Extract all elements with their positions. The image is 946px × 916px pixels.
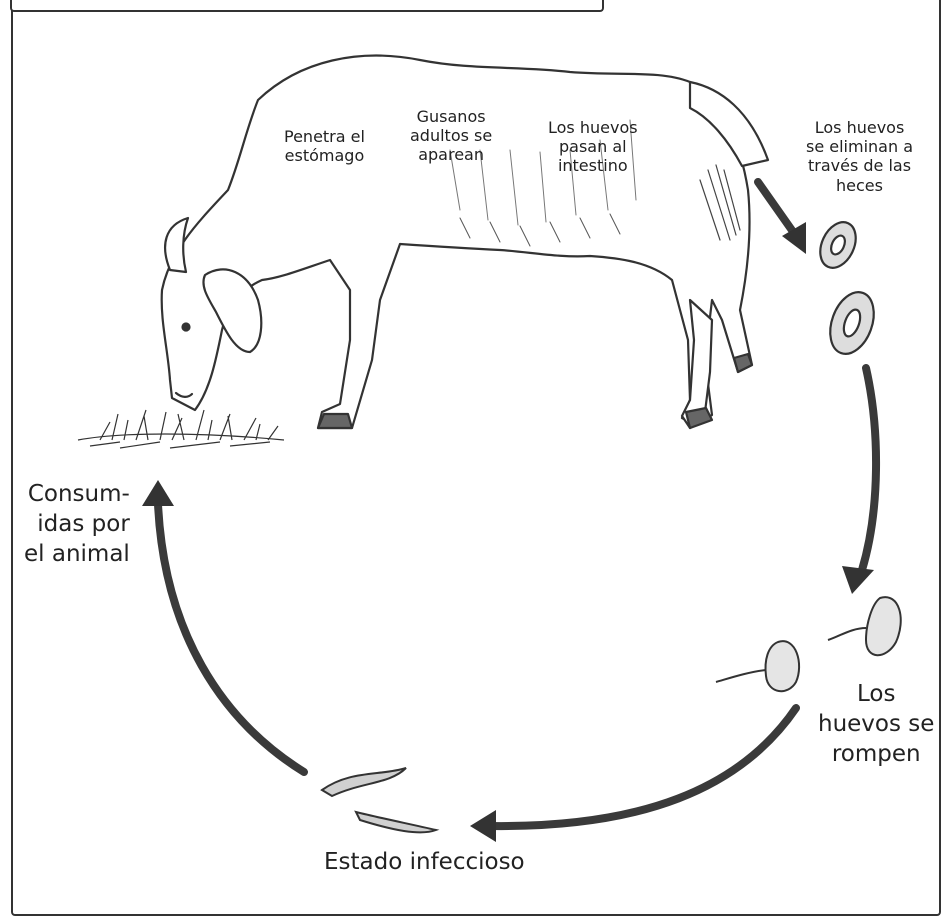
egg-icon bbox=[822, 286, 881, 360]
arrow-hatch bbox=[490, 708, 796, 826]
hatching-larva-icon bbox=[716, 597, 901, 691]
infective-larva-icon bbox=[322, 768, 436, 832]
egg-icon bbox=[813, 216, 862, 273]
arrow-eggs bbox=[862, 368, 876, 570]
grass-illustration bbox=[78, 410, 284, 448]
label-infective-stage: Estado infeccioso bbox=[324, 848, 525, 878]
arrow-infective bbox=[158, 504, 304, 772]
arrow-feces bbox=[758, 182, 796, 236]
